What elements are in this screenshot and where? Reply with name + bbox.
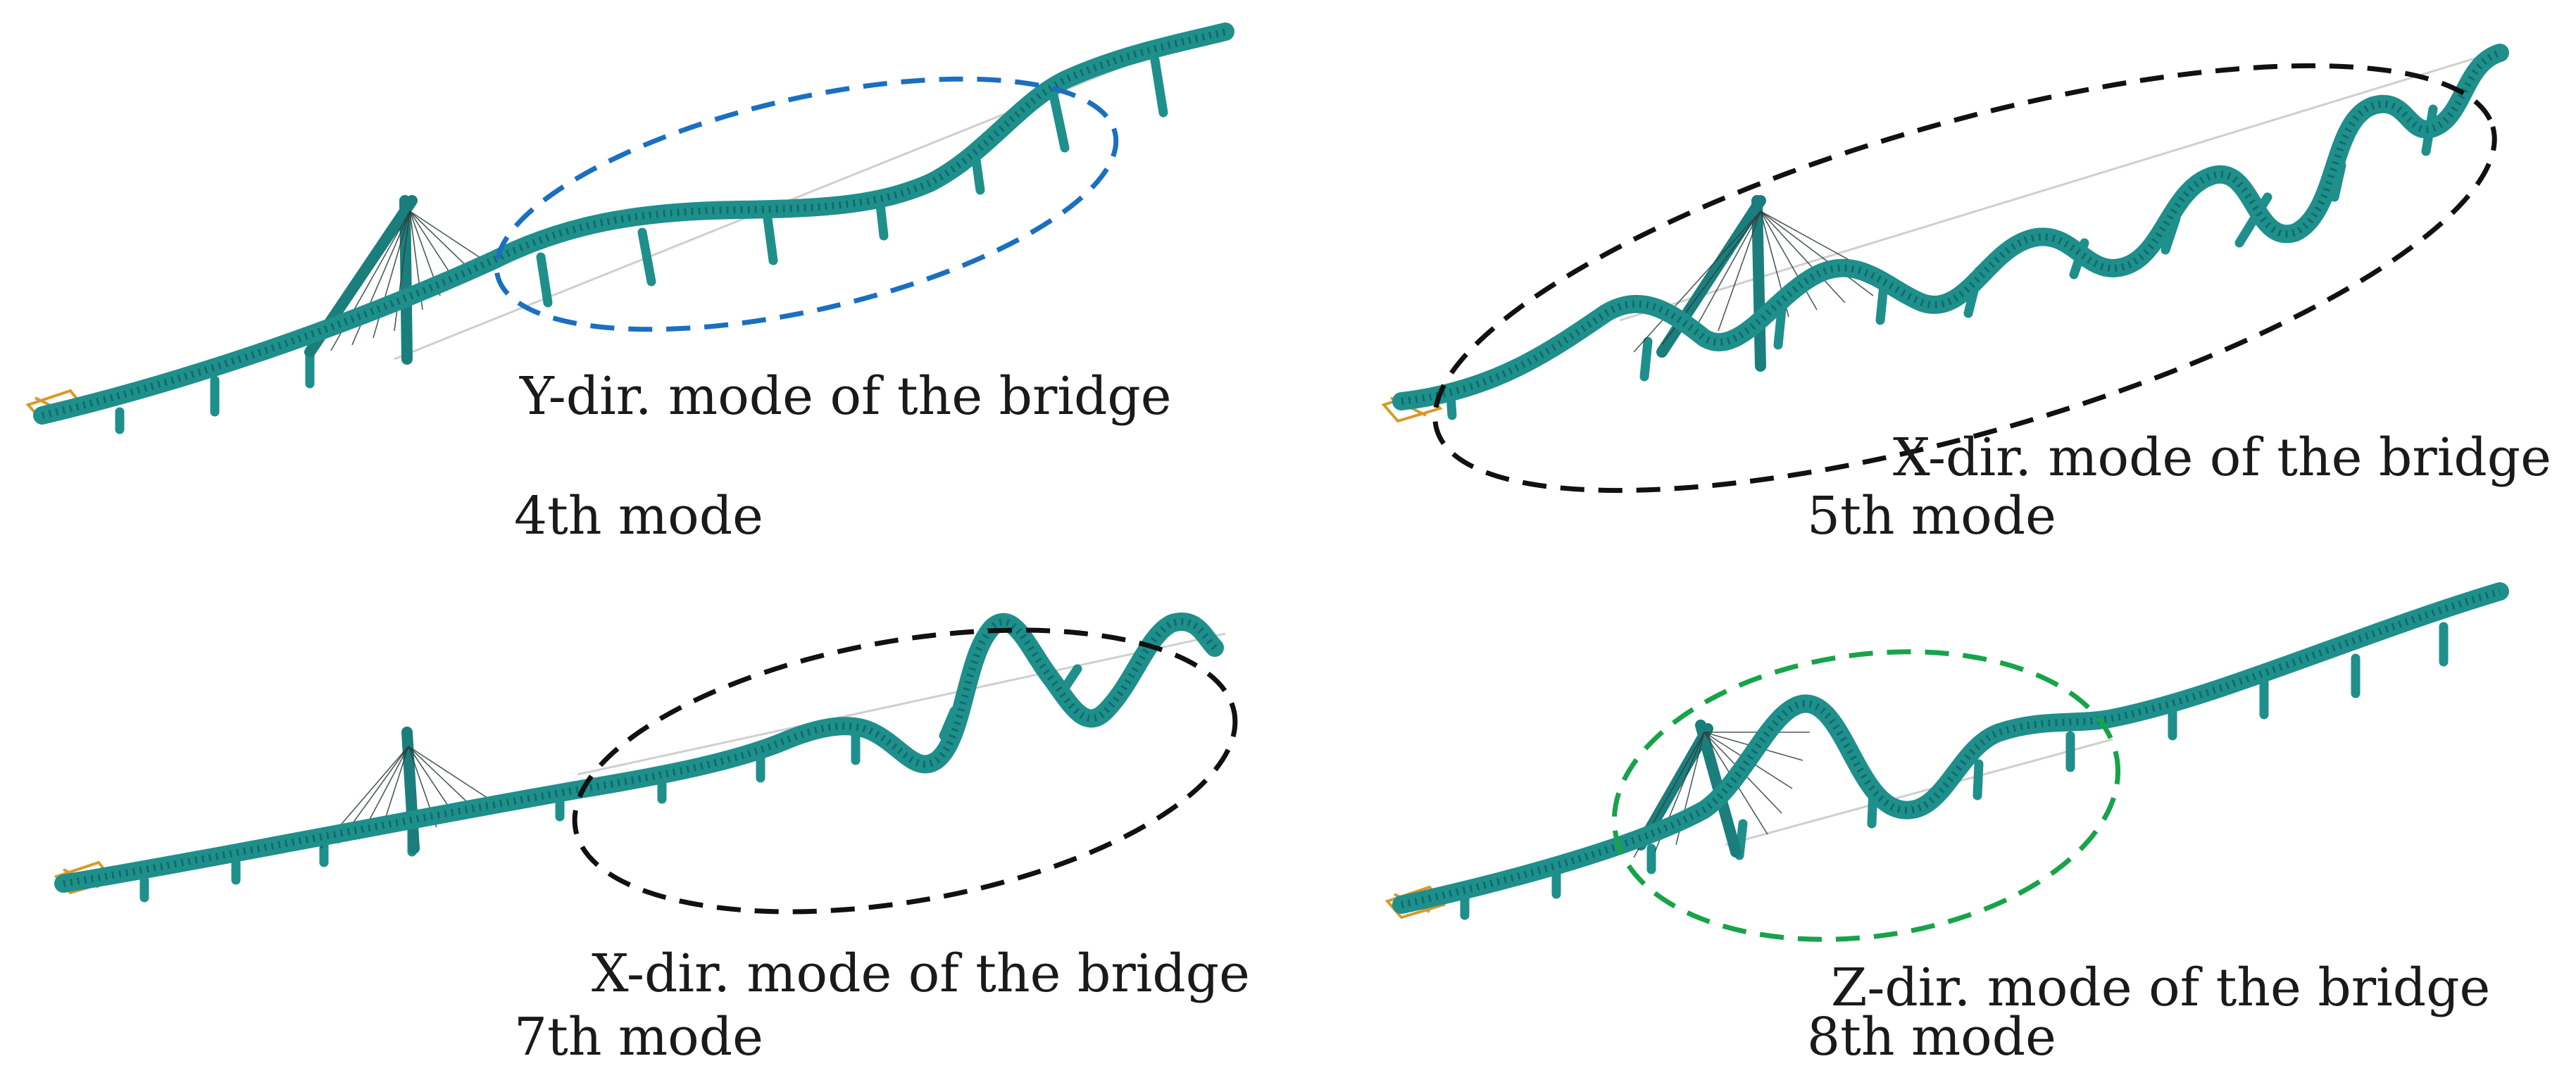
deck-mesh-4th xyxy=(41,28,1227,419)
highlight-ellipse-5th xyxy=(1432,63,2497,494)
direction-label-4th: Y-dir. mode of the bridge xyxy=(519,366,1172,427)
mode-label-8th: 8th mode xyxy=(1807,1007,2056,1067)
deformed-deck-5th xyxy=(1392,44,2509,410)
undeformed-deck-line xyxy=(1725,738,2113,846)
deformed-deck-7th xyxy=(54,613,1224,893)
highlight-ellipse-7th xyxy=(572,627,1238,915)
undeformed-deck-line xyxy=(394,27,1219,360)
piers-5th xyxy=(1446,104,2438,420)
highlight-ellipse-4th xyxy=(494,76,1119,332)
highlight-ellipse-8th xyxy=(1611,649,2121,942)
panel-4th-mode: Y-dir. mode of the bridge 4th mode xyxy=(25,23,1234,546)
mode-label-4th: 4th mode xyxy=(514,486,763,546)
undeformed-deck-line xyxy=(577,632,1226,776)
mode-label-7th: 7th mode xyxy=(514,1007,763,1067)
stay-cables-5th xyxy=(1633,211,1902,353)
panel-8th-mode: Z-dir. mode of the bridge 8th mode xyxy=(1384,582,2509,1067)
panel-7th-mode: X-dir. mode of the bridge 7th mode xyxy=(54,613,1250,1067)
direction-label-7th: X-dir. mode of the bridge xyxy=(592,943,1250,1004)
deck-mesh-7th xyxy=(63,618,1218,887)
piers-4th xyxy=(115,55,1168,434)
direction-label-8th: Z-dir. mode of the bridge xyxy=(1831,958,2490,1018)
panel-5th-mode: X-dir. mode of the bridge 5th mode xyxy=(1381,44,2551,546)
undeformed-deck-line xyxy=(1619,51,2494,322)
deck-mesh-8th xyxy=(1400,588,2501,908)
deformed-deck-8th xyxy=(1392,582,2509,914)
mode-label-5th: 5th mode xyxy=(1807,486,2056,546)
direction-label-5th: X-dir. mode of the bridge xyxy=(1893,427,2551,488)
